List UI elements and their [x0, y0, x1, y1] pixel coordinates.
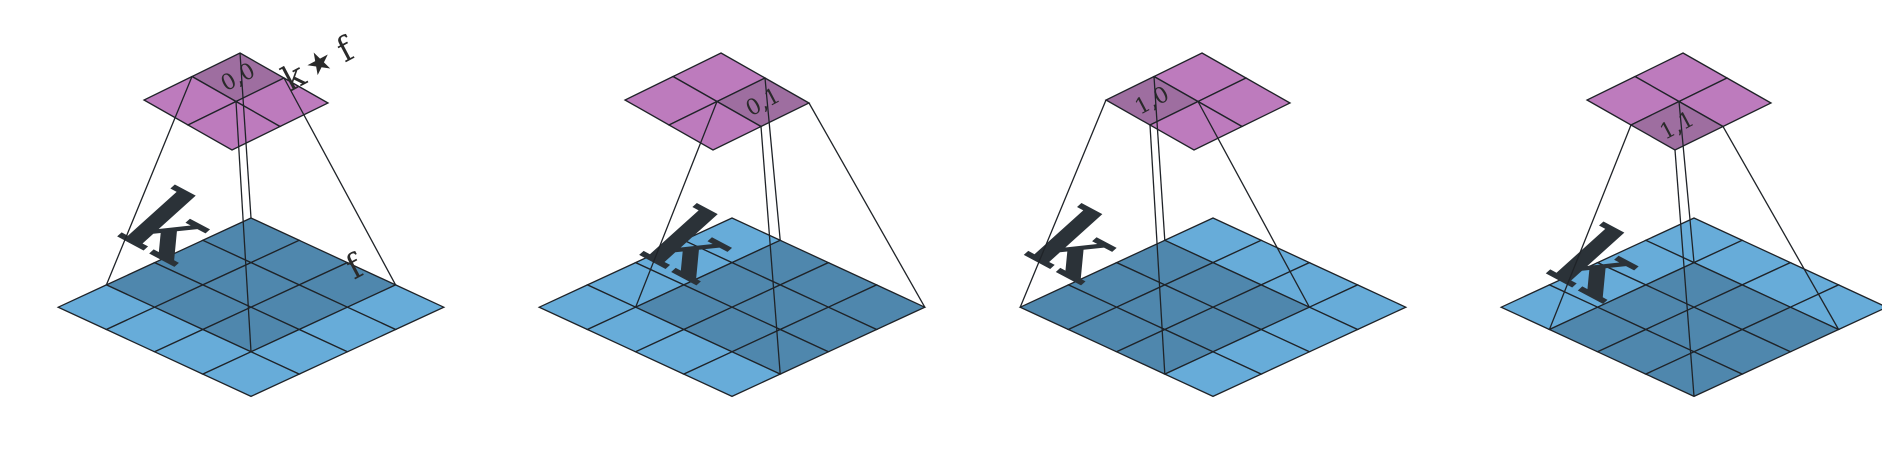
projection-line — [239, 52, 252, 219]
input-grid — [56, 217, 446, 398]
output-cell — [1148, 100, 1244, 151]
output-grid — [1104, 52, 1292, 151]
panel-4: k1,1 — [1499, 52, 1882, 398]
projection-line — [1722, 126, 1840, 330]
panel-3: k1,0 — [1003, 52, 1408, 398]
output-grid — [142, 52, 330, 151]
input-cell — [201, 351, 301, 398]
projection-line — [105, 76, 193, 286]
projection-line — [1197, 101, 1310, 308]
projection-line — [1678, 101, 1695, 263]
input-cell — [1163, 351, 1263, 398]
projection-line — [283, 77, 397, 286]
projection-line — [764, 77, 781, 241]
output-cell — [186, 100, 282, 151]
projection-line — [760, 126, 781, 375]
projection-lines — [1019, 76, 1310, 375]
input-grid — [1499, 217, 1882, 398]
projection-lines — [105, 52, 397, 352]
output-operation-label: k★f — [275, 28, 362, 99]
projection-lines — [1548, 101, 1840, 397]
projection-line — [1548, 124, 1632, 330]
input-cell — [682, 351, 782, 398]
output-cell — [667, 100, 763, 151]
projection-line — [1674, 149, 1695, 397]
panel-2: k0,1 — [537, 52, 927, 398]
projection-line — [1019, 99, 1107, 308]
projection-line — [1153, 76, 1166, 241]
projection-line — [808, 102, 926, 308]
projection-line — [1149, 124, 1166, 375]
projection-line — [634, 101, 718, 308]
output-grid — [623, 52, 811, 151]
input-grid — [1018, 217, 1408, 398]
projection-line — [235, 101, 252, 352]
projection-lines — [634, 77, 926, 375]
